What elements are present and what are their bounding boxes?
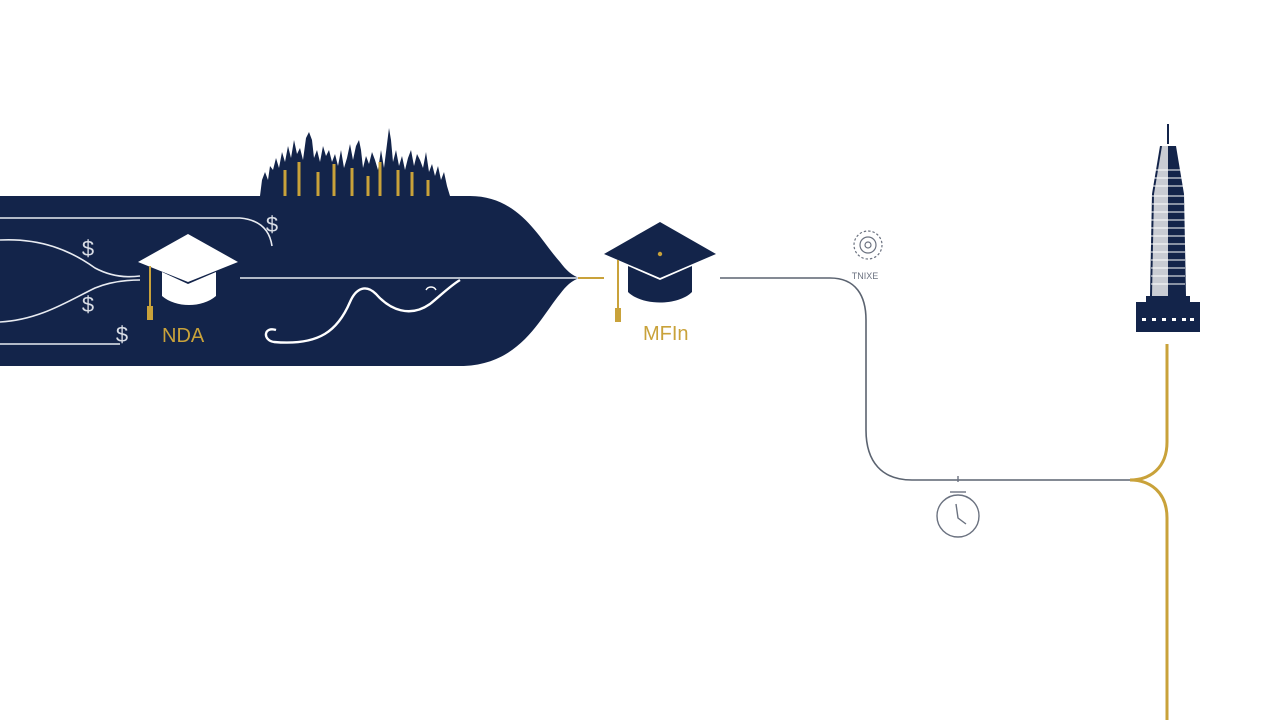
dollar-icon: $: [116, 322, 128, 347]
navy-band: [0, 196, 580, 366]
skyscraper-icon: [1136, 124, 1200, 332]
dollar-icon: $: [82, 236, 94, 261]
city-skyline: [260, 128, 450, 196]
band-flow-lines: [0, 217, 580, 345]
gear-caption: TNIXE: [852, 271, 879, 281]
dollar-icon: $: [82, 292, 94, 317]
band-wave-line: [264, 278, 461, 344]
graduation-cap-icon: [604, 222, 716, 322]
graduation-cap-icon: [138, 234, 238, 320]
tower-window-lines: [1151, 169, 1185, 285]
gear-icon: [853, 230, 883, 260]
clock-icon: [936, 476, 980, 538]
dollar-icon: $: [266, 212, 278, 237]
dollar-icons: $ $ $ $: [82, 212, 278, 347]
career-path-line: [720, 277, 1130, 481]
gold-vertical-line: [1129, 344, 1169, 720]
second-degree-label: MFIn: [643, 323, 689, 345]
band-loop-mark: [425, 286, 437, 291]
first-degree-label: NDA: [162, 325, 205, 347]
